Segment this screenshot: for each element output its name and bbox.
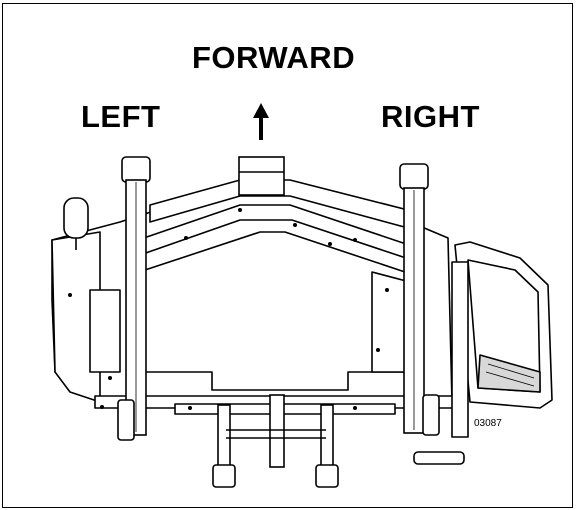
right-caster-assembly bbox=[399, 163, 440, 436]
mower-deck bbox=[51, 179, 466, 415]
left-label: LEFT bbox=[81, 99, 161, 134]
right-label: RIGHT bbox=[381, 99, 480, 134]
bolt-details bbox=[68, 208, 389, 410]
discharge-chute bbox=[413, 241, 553, 465]
forward-arrow-icon bbox=[253, 103, 269, 140]
left-caster-assembly bbox=[63, 156, 151, 441]
figure-number: 03087 bbox=[474, 418, 502, 429]
forward-label: FORWARD bbox=[192, 40, 356, 75]
bottom-mount-arms bbox=[212, 394, 339, 488]
center-top-box bbox=[238, 156, 285, 196]
